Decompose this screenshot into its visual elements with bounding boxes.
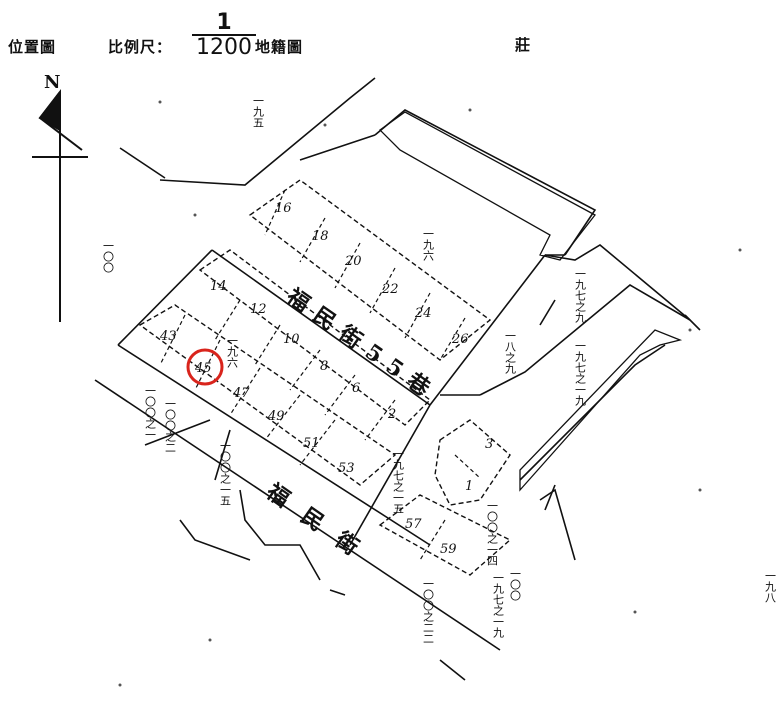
location-label: 位置圖	[8, 38, 57, 56]
scale-numerator: 1	[216, 10, 232, 35]
unit-label: 18	[312, 229, 329, 244]
lot-notes: 一九五 一〇〇 一九六 一九七之九 一八之九 一九七之一九 一九六 一〇〇之一 …	[102, 95, 777, 644]
header-right-char: 莊	[515, 36, 532, 54]
lot-note: 一〇〇之一五	[219, 440, 232, 506]
lot-note: 一九七之一九	[492, 572, 505, 638]
lot-note: 一九七之九	[574, 268, 587, 323]
unit-label: 53	[338, 461, 355, 476]
lot-note: 一九七之一九	[574, 340, 587, 406]
lot-note: 一〇〇	[102, 240, 115, 273]
north-label: N	[44, 72, 60, 93]
lot-note: 一〇〇之二二	[422, 578, 435, 644]
lot-note: 一〇〇之一	[144, 385, 157, 440]
unit-label: 14	[210, 279, 227, 294]
unit-label: 59	[440, 542, 457, 557]
survey-dots	[118, 100, 742, 687]
unit-label: 3	[485, 437, 493, 452]
lot-note: 一〇〇	[509, 568, 522, 601]
unit-label: 2	[387, 407, 396, 422]
boundary-lines	[94, 77, 701, 681]
unit-label: 49	[267, 409, 285, 424]
lot-note: 一八之九	[504, 330, 517, 374]
highlight-circle	[186, 348, 224, 386]
unit-labels: 16 18 20 22 24 26 14 12 10 8 6 2 43 45 4…	[159, 201, 493, 557]
scale-fraction: 1 1200	[192, 12, 256, 60]
building-outline-right	[519, 329, 683, 492]
unit-label: 6	[352, 381, 360, 396]
building-outline	[378, 111, 596, 261]
map-type-label: 地籍圖	[255, 38, 304, 56]
lot-note: 一九七之一五	[392, 448, 405, 514]
unit-label: 1	[465, 479, 473, 494]
unit-label: 26	[451, 332, 469, 347]
lot-note: 一九八	[764, 570, 777, 603]
unit-label: 57	[405, 517, 422, 532]
unit-dividers	[159, 189, 481, 561]
unit-label: 8	[320, 359, 328, 374]
unit-label: 12	[250, 302, 267, 317]
scale-label: 比例尺：	[108, 38, 173, 56]
scale-denominator: 1200	[192, 34, 256, 60]
unit-label: 22	[381, 282, 399, 297]
unit-label: 24	[414, 306, 432, 321]
unit-label-highlighted: 45	[194, 361, 212, 376]
lot-note: 一九五	[252, 95, 265, 128]
lot-note: 一〇〇之二	[164, 398, 177, 453]
unit-label: 43	[159, 329, 177, 344]
unit-label: 10	[283, 332, 300, 347]
unit-label: 51	[303, 436, 320, 451]
unit-label: 47	[232, 386, 250, 401]
lot-note: 一〇〇之一四	[486, 500, 499, 566]
lot-note: 一九六	[422, 228, 435, 261]
building-blocks	[138, 179, 512, 576]
north-arrow-icon	[32, 89, 88, 322]
road-label-upper: 福民街55巷	[281, 283, 443, 407]
lot-note: 一九六	[226, 335, 239, 368]
unit-label: 20	[344, 254, 362, 269]
unit-label: 16	[275, 201, 292, 216]
